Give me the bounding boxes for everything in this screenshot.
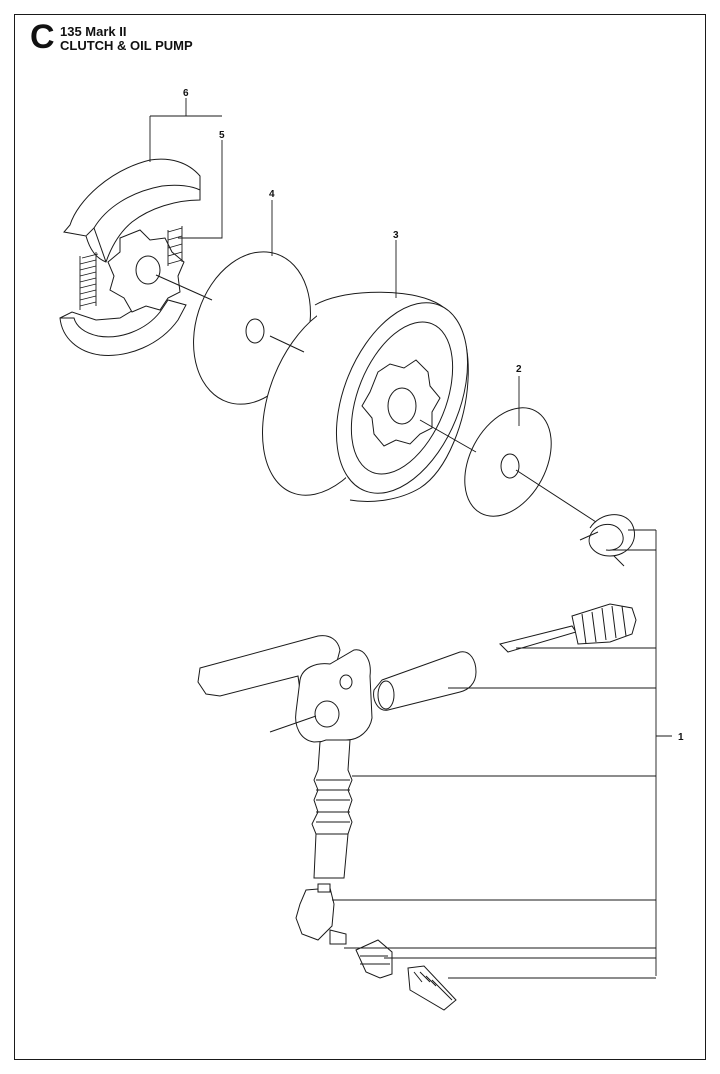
washer-small bbox=[464, 407, 552, 517]
callout-1: 1 bbox=[678, 732, 684, 743]
model-name: 135 Mark II bbox=[60, 24, 127, 39]
diagram-title: CLUTCH & OIL PUMP bbox=[60, 38, 193, 53]
callout-4: 4 bbox=[269, 189, 275, 200]
spring-clip bbox=[579, 514, 635, 567]
leader-lines bbox=[149, 98, 672, 979]
callout-5: 5 bbox=[219, 130, 225, 141]
callout-2: 2 bbox=[516, 364, 522, 375]
callout-6: 6 bbox=[183, 88, 189, 99]
diagram-frame bbox=[14, 14, 706, 1060]
clutch-drum bbox=[262, 291, 469, 502]
clutch-assembly bbox=[59, 158, 201, 356]
oil-pump-assembly bbox=[197, 603, 637, 1011]
callout-3: 3 bbox=[393, 230, 399, 241]
section-letter: C bbox=[30, 18, 55, 56]
